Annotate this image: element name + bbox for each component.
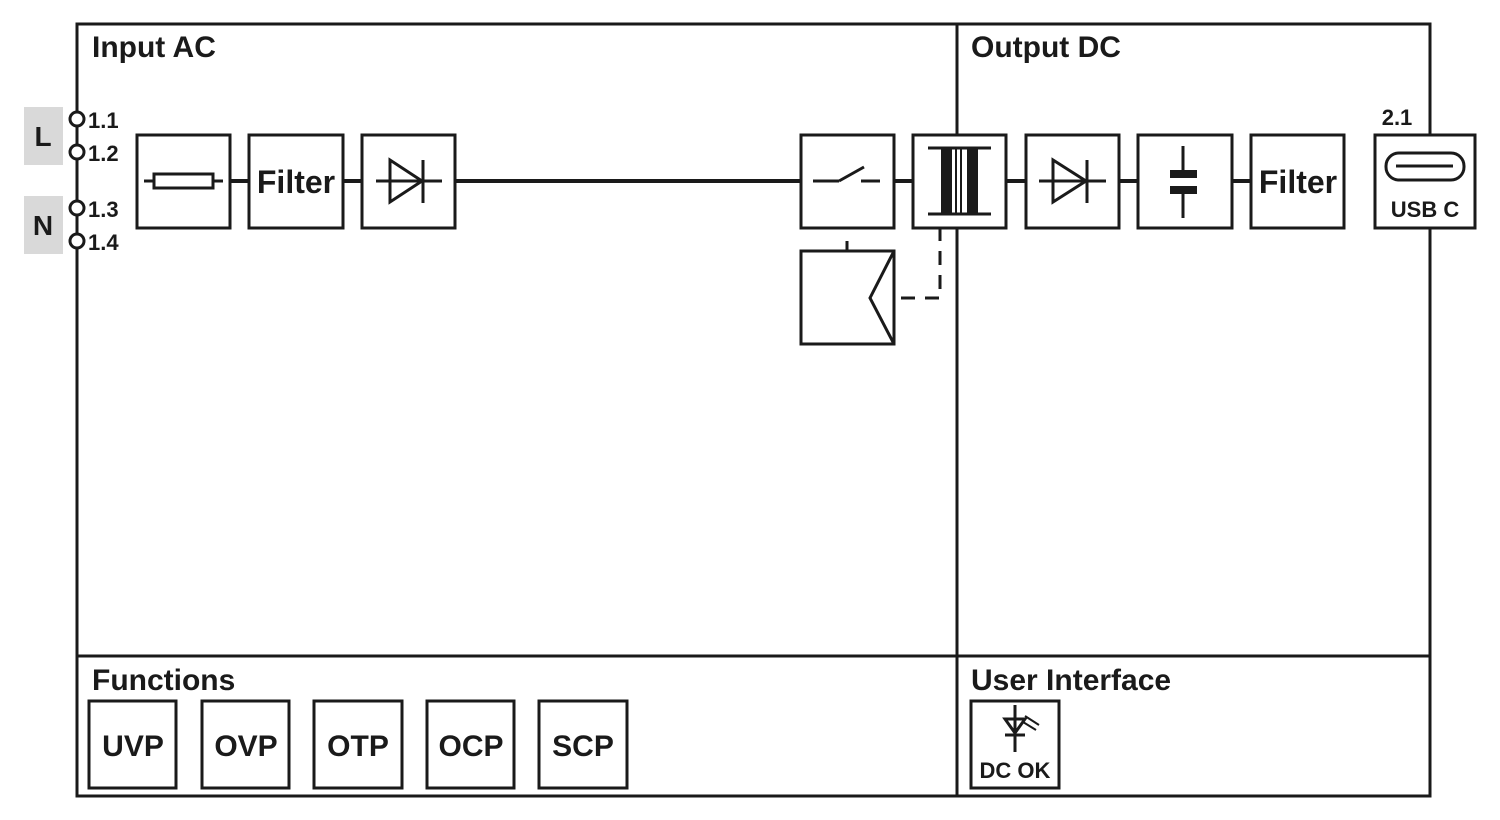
function-label-otp: OTP (327, 730, 389, 763)
output-filter-block: Filter (1249, 133, 1346, 230)
led-icon (1002, 705, 1040, 752)
input-filter-block: Filter (247, 133, 345, 230)
function-box-uvp (87, 699, 178, 790)
function-box-otp (312, 699, 404, 790)
fuse-block (135, 133, 232, 230)
output-filter-box (1249, 133, 1346, 230)
phase-N-background (24, 196, 63, 254)
section-title-functions: Functions (92, 664, 235, 697)
section-title-input: Input AC (92, 31, 216, 64)
input-rectifier-block (360, 133, 457, 230)
function-box-ocp (425, 699, 516, 790)
phase-L-background (24, 107, 63, 165)
output-rectifier-block (1024, 133, 1121, 230)
terminal-label-1-2: 1.2 (88, 141, 119, 166)
function-label-scp: SCP (552, 730, 614, 763)
diagram-frame (75, 22, 1432, 798)
transformer-icon (928, 146, 991, 216)
usb-c-icon (1384, 151, 1466, 182)
function-box-scp (537, 699, 629, 790)
terminal-label-1-4: 1.4 (88, 230, 119, 255)
output-terminal-label: 2.1 (1382, 105, 1413, 130)
input-filter-box (247, 133, 345, 230)
terminal-1-4 (68, 232, 86, 250)
output-filter-label: Filter (1259, 164, 1337, 200)
capacitor-block (1136, 133, 1234, 230)
capacitor-box (1136, 133, 1234, 230)
section-title-user-interface: User Interface (971, 664, 1171, 697)
function-label-uvp: UVP (102, 730, 164, 763)
function-label-ocp: OCP (438, 730, 503, 763)
section-title-output: Output DC (971, 31, 1121, 64)
input-filter-label: Filter (257, 164, 335, 200)
phase-L-label: L (34, 121, 51, 152)
switch-icon (813, 165, 880, 183)
dc-ok-label: DC OK (980, 758, 1051, 783)
terminal-1-1 (68, 110, 86, 128)
feedback-dashed-line (901, 228, 942, 300)
capacitor-icon (1170, 146, 1197, 218)
phase-L: L (24, 107, 63, 165)
usb-c-port: USB C 2.1 (1373, 105, 1477, 240)
phase-N-label: N (33, 210, 53, 241)
fuse-icon (144, 172, 223, 190)
function-box-ovp (200, 699, 291, 790)
function-label-ovp: OVP (214, 730, 277, 763)
diode-icon (376, 157, 442, 205)
dc-ok-indicator: DC OK (969, 699, 1061, 790)
transformer-block (911, 133, 1008, 230)
functions-list: UVP OVP OTP OCP SCP (87, 699, 629, 790)
terminal-1-3 (68, 199, 86, 217)
usb-c-label: USB C (1391, 197, 1460, 222)
diode-icon (1039, 157, 1106, 205)
pwm-controller-icon (868, 250, 896, 345)
controller-box (799, 249, 896, 346)
terminal-label-1-1: 1.1 (88, 108, 119, 133)
terminal-1-2 (68, 143, 86, 161)
controller-block (799, 228, 942, 346)
terminal-label-1-3: 1.3 (88, 197, 119, 222)
switch-block (799, 133, 896, 230)
phase-N: N (24, 196, 63, 254)
